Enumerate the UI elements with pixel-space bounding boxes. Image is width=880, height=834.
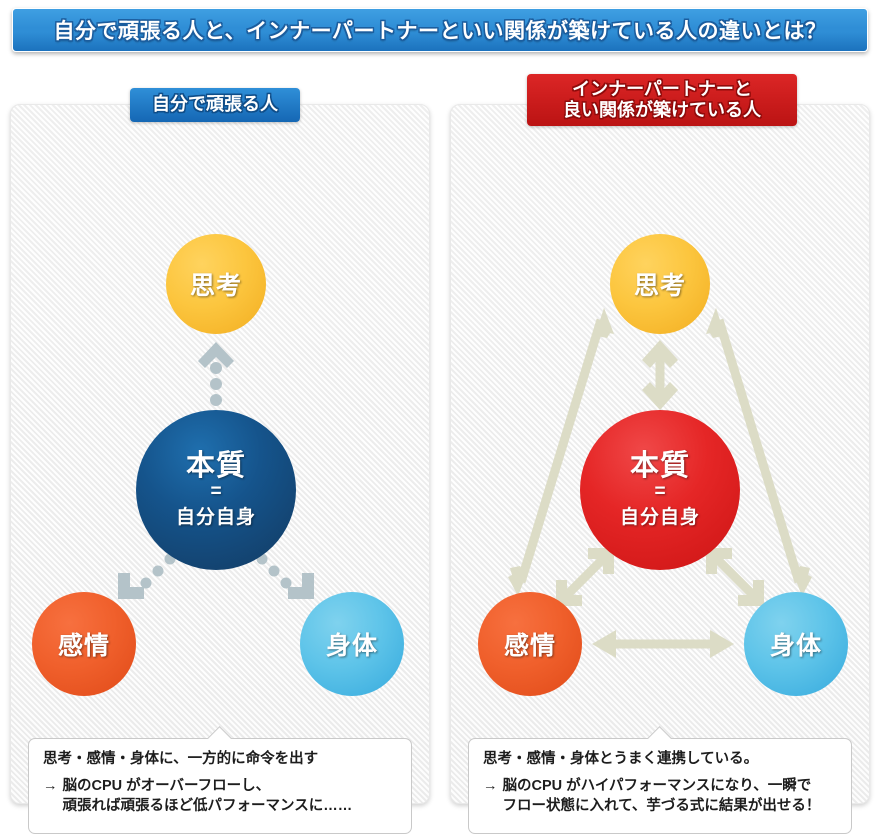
left-node-core-sublabel: 自分自身: [175, 507, 256, 529]
page-title: 自分で頑張る人と、インナーパートナーといい関係が築けている人の違いとは？: [53, 20, 827, 43]
left-node-think-label: 思考: [189, 272, 242, 300]
left-node-body-label: 身体: [325, 632, 378, 660]
caption-inner-partner: 思考・感情・身体とうまく連携している。 → 脳のCPU がハイパフォーマンスにな…: [468, 738, 852, 834]
right-node-core-label: 本質: [629, 449, 690, 482]
caption-left-text: 脳のCPU がオーバーフローし、 頑張れば頑張るほど低パフォーマンスに……: [63, 776, 353, 816]
right-node-core: 本質 = 自分自身: [580, 410, 740, 570]
comparison-panels: 自分で頑張る人 インナーパートナーと 良い関係が築けている人 思考 本質 = 自…: [0, 62, 880, 834]
badge-self-effort: 自分で頑張る人: [130, 88, 300, 122]
badge-inner-partner-line2: 良い関係が築けている人: [563, 100, 761, 120]
caption-left-arrow-mark: →: [43, 777, 58, 794]
caption-left-body: → 脳のCPU がオーバーフローし、 頑張れば頑張るほど低パフォーマンスに……: [43, 776, 397, 816]
right-node-body: 身体: [744, 592, 848, 696]
badge-inner-partner-line1: インナーパートナーと: [572, 78, 752, 99]
caption-pointer-left: [207, 726, 233, 739]
left-node-core: 本質 = 自分自身: [136, 410, 296, 570]
right-node-emotion-label: 感情: [503, 632, 556, 660]
badge-inner-partner: インナーパートナーと 良い関係が築けている人: [527, 74, 797, 126]
left-node-core-equals: =: [210, 481, 222, 503]
left-node-emotion-label: 感情: [57, 632, 110, 660]
right-node-think-label: 思考: [633, 272, 686, 300]
caption-left-line1: 思考・感情・身体に、一方的に命令を出す: [43, 751, 319, 767]
right-node-core-equals: =: [654, 481, 666, 503]
caption-right-line2: 脳のCPU がハイパフォーマンスになり、一瞬で: [502, 777, 812, 794]
caption-pointer-right: [647, 726, 673, 739]
right-node-emotion: 感情: [478, 592, 582, 696]
header-banner: 自分で頑張る人と、インナーパートナーといい関係が築けている人の違いとは？: [12, 8, 868, 52]
left-node-core-label: 本質: [185, 449, 246, 482]
caption-right-arrow-mark: →: [483, 777, 498, 794]
left-node-emotion: 感情: [32, 592, 136, 696]
right-node-core-sublabel: 自分自身: [619, 507, 700, 529]
caption-right-body: → 脳のCPU がハイパフォーマンスになり、一瞬で フロー状態に入れて、芋づる式…: [483, 776, 837, 816]
caption-self-effort: 思考・感情・身体に、一方的に命令を出す → 脳のCPU がオーバーフローし、 頑…: [28, 738, 412, 834]
left-node-body: 身体: [300, 592, 404, 696]
caption-right-line3: フロー状態に入れて、芋づる式に結果が出せる！: [502, 797, 821, 814]
caption-left-line2: 脳のCPU がオーバーフローし、: [62, 777, 271, 794]
left-node-think: 思考: [166, 234, 266, 334]
caption-right-line1: 思考・感情・身体とうまく連携している。: [483, 751, 759, 767]
caption-right-text: 脳のCPU がハイパフォーマンスになり、一瞬で フロー状態に入れて、芋づる式に結…: [503, 776, 821, 816]
right-node-think: 思考: [610, 234, 710, 334]
badge-self-effort-label: 自分で頑張る人: [152, 94, 278, 115]
caption-left-line3: 頑張れば頑張るほど低パフォーマンスに……: [62, 797, 353, 814]
right-node-body-label: 身体: [769, 632, 822, 660]
badge-inner-partner-label: インナーパートナーと 良い関係が築けている人: [563, 79, 761, 121]
